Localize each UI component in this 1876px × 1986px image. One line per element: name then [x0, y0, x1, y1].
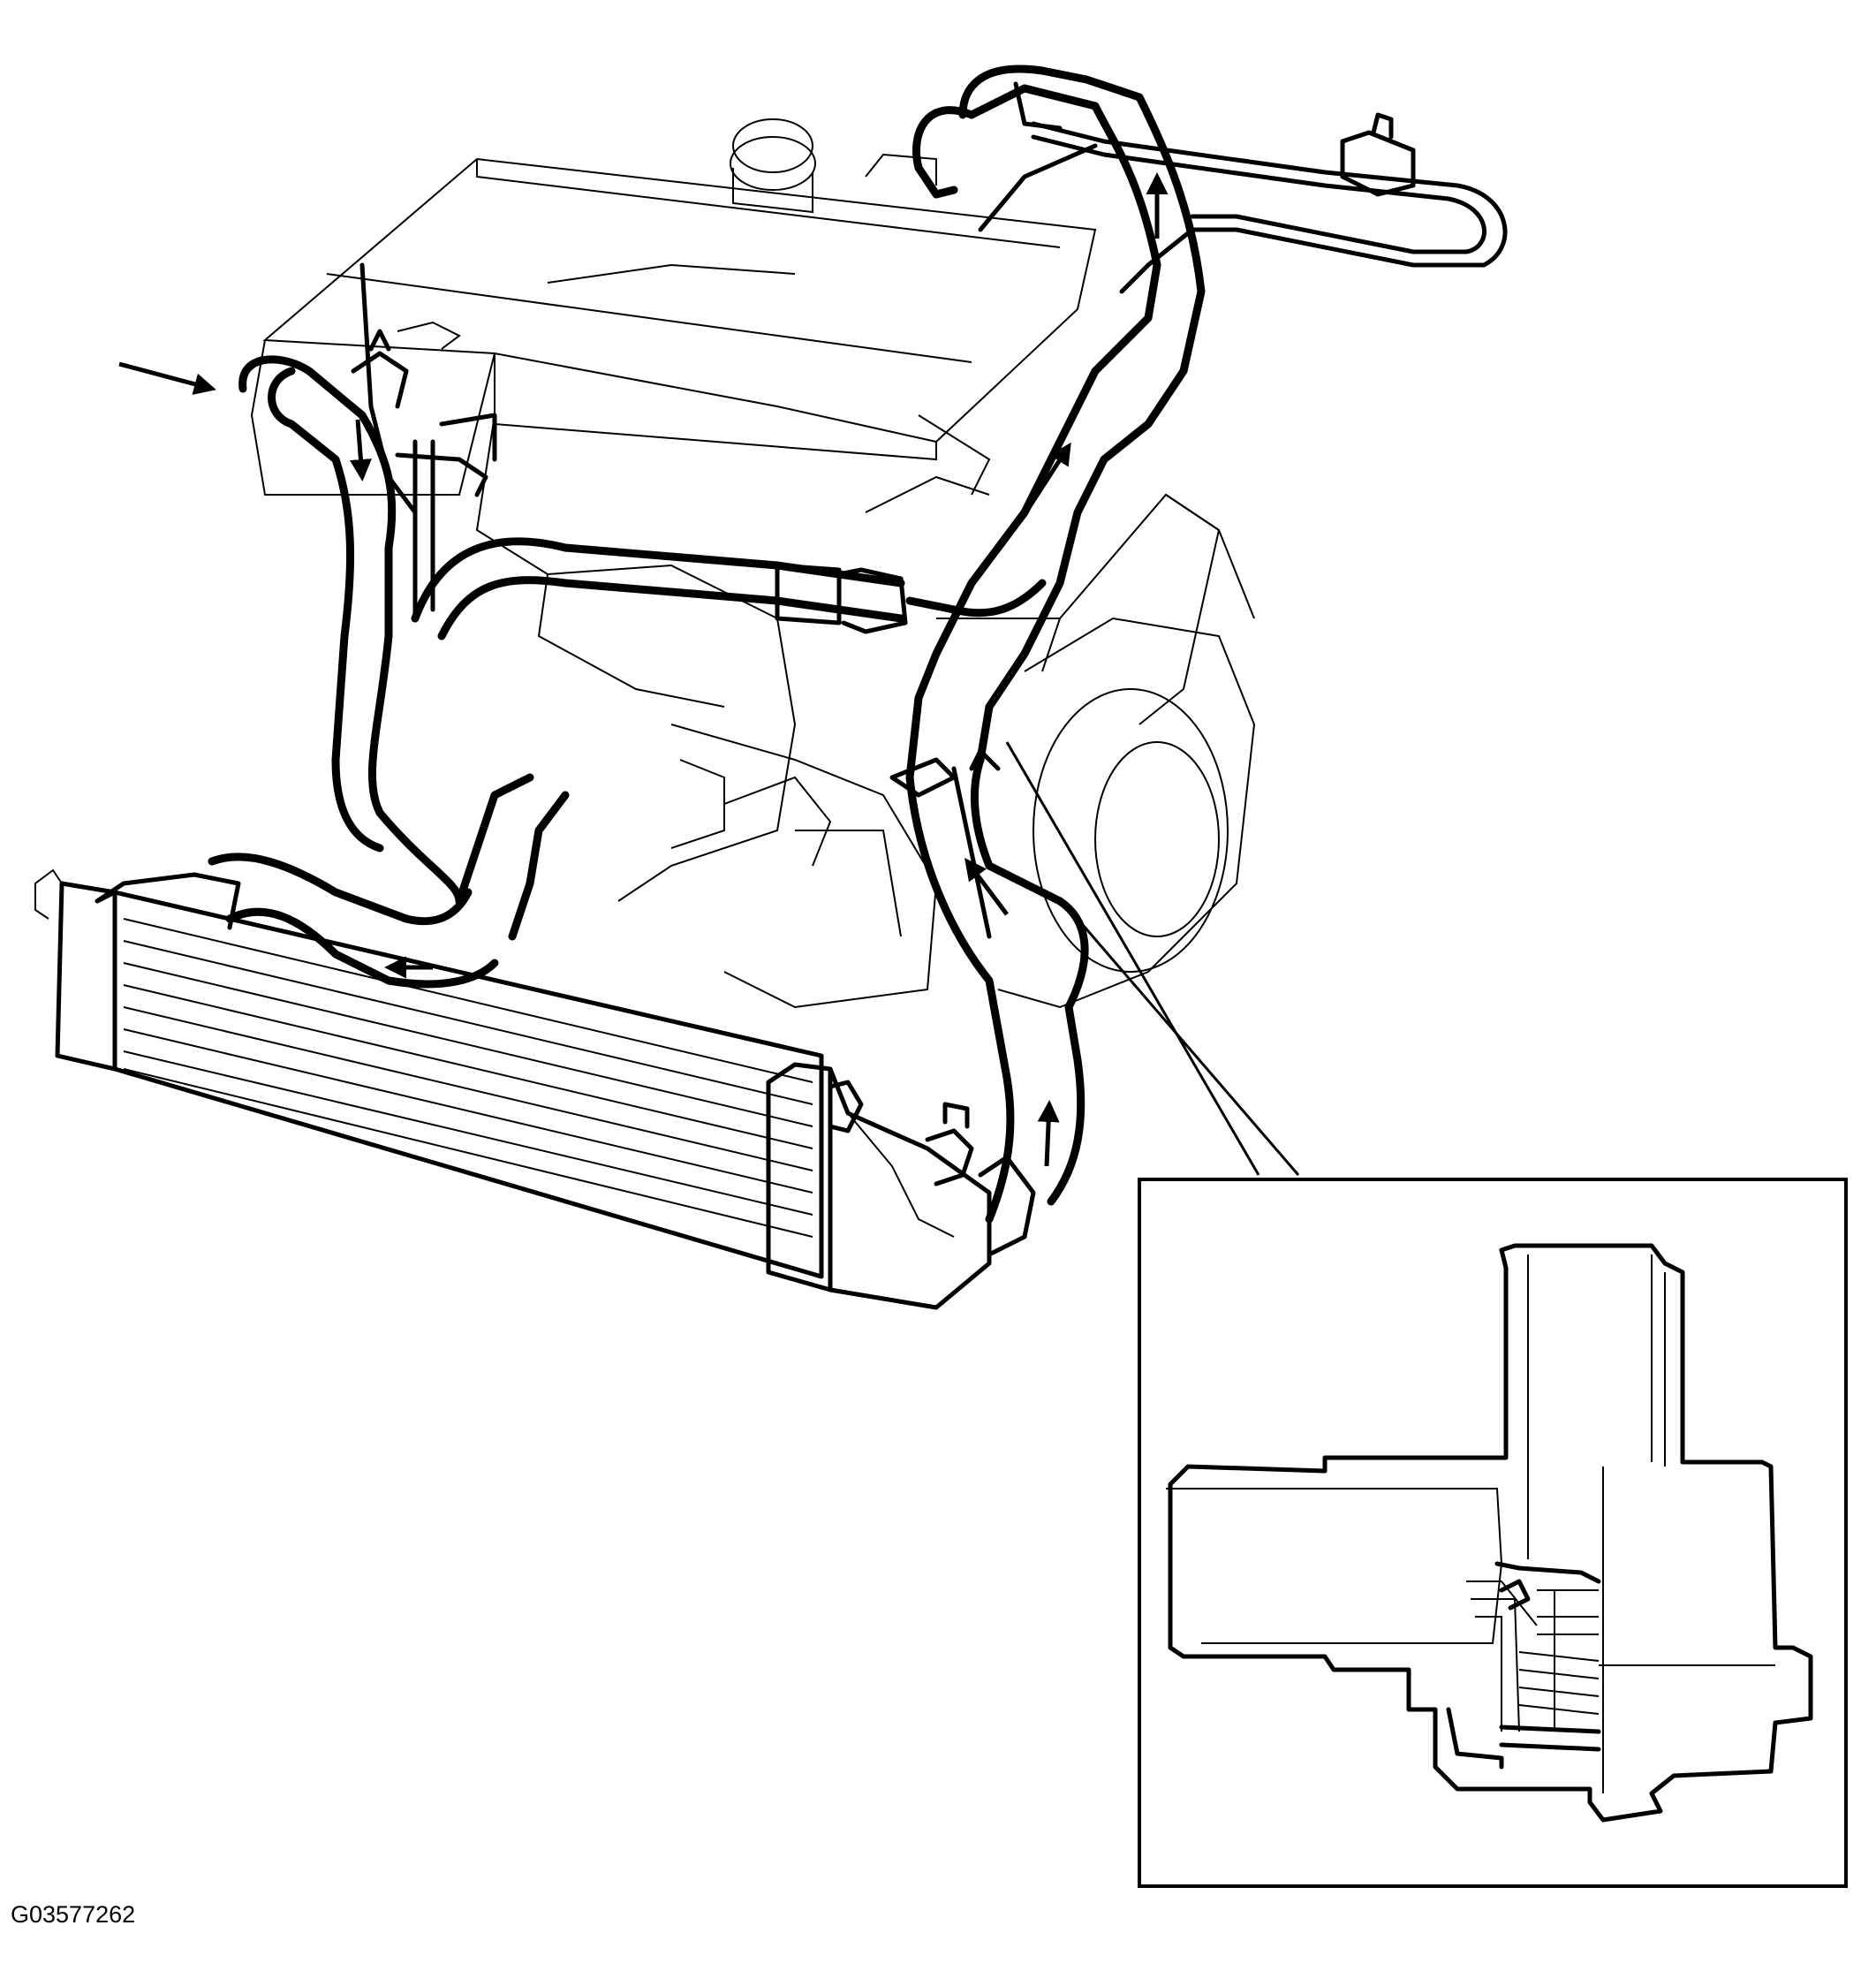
- valve-cross-section: [1166, 1243, 1813, 1823]
- inlet-arrow: [118, 361, 216, 395]
- inset-box: [1138, 1178, 1848, 1888]
- coolant-hoses: [208, 64, 1508, 1257]
- intercooler: [34, 868, 992, 1310]
- callout-leaders: [1005, 741, 1300, 1176]
- upper-right-up-arrow: [1017, 442, 1071, 523]
- flow-arrows: [118, 172, 1169, 1167]
- upper-left-down-arrow: [350, 419, 372, 481]
- lower-right-up-arrow: [1037, 1100, 1060, 1167]
- figure-id-label: G03577262: [11, 1901, 136, 1928]
- mid-right-up-arrow: [964, 858, 1009, 916]
